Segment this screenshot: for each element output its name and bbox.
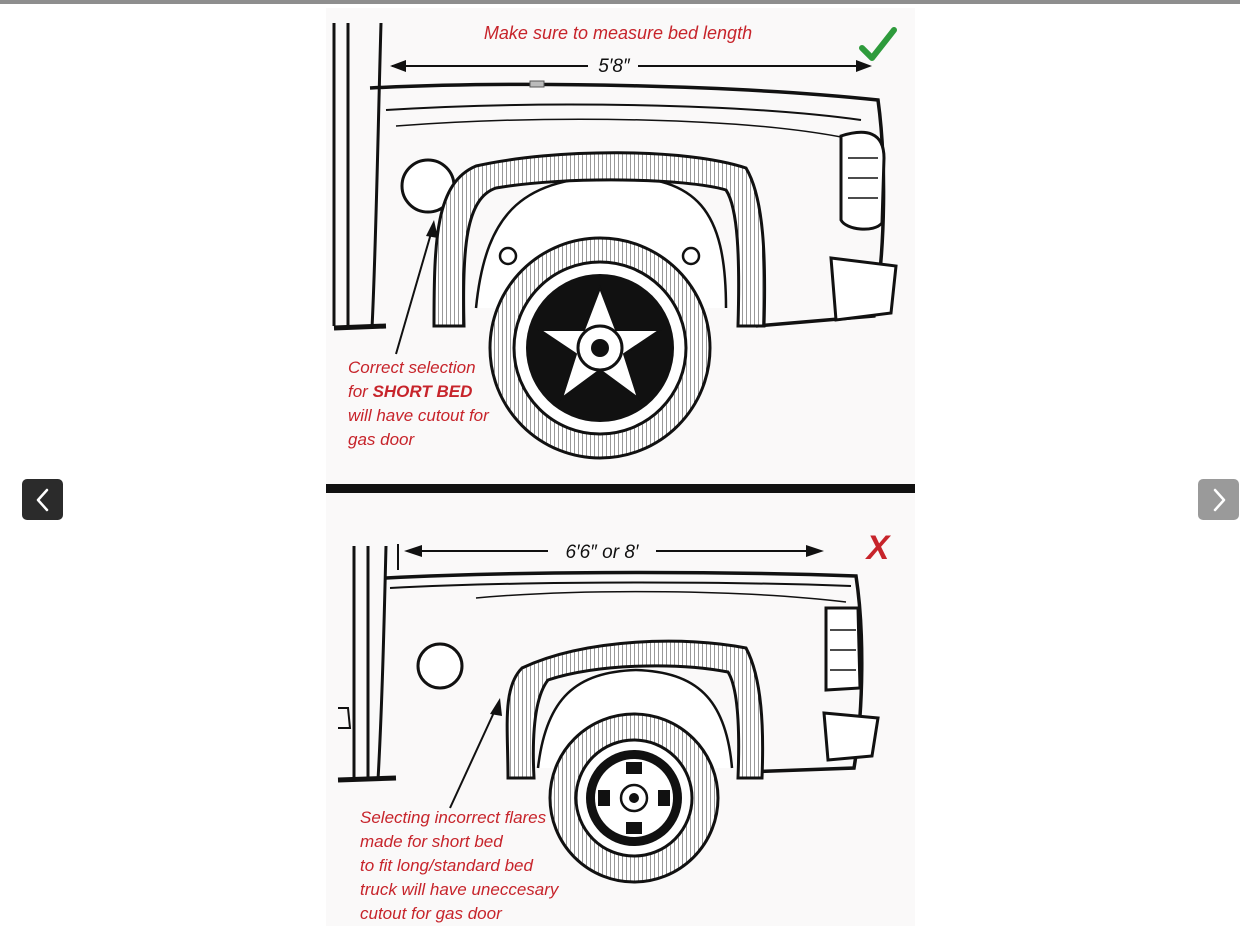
fender-flare-diagram: Make sure to measure bed length 5′8″ [326, 22, 915, 923]
bottom-callout: Selecting incorrect flares made for shor… [360, 808, 563, 923]
top-heading: Make sure to measure bed length [484, 23, 752, 43]
chevron-left-icon [36, 488, 48, 511]
bottom-panel: 6′6″ or 8′ X [337, 529, 892, 923]
bottom-dimension: 6′6″ or 8′ [565, 542, 639, 563]
next-image-button[interactable] [1198, 479, 1239, 520]
panel-divider [326, 484, 915, 493]
top-panel: Make sure to measure bed length 5′8″ [332, 22, 898, 460]
top-callout: Correct selection for SHORT BED will hav… [348, 358, 494, 449]
x-mark: X [865, 529, 892, 567]
checkmark-icon [859, 27, 897, 61]
chevron-right-icon [1213, 488, 1225, 511]
top-dimension: 5′8″ [598, 56, 631, 77]
previous-image-button[interactable] [22, 479, 63, 520]
top-border [0, 0, 1240, 4]
image-viewer: Make sure to measure bed length 5′8″ [326, 8, 915, 926]
